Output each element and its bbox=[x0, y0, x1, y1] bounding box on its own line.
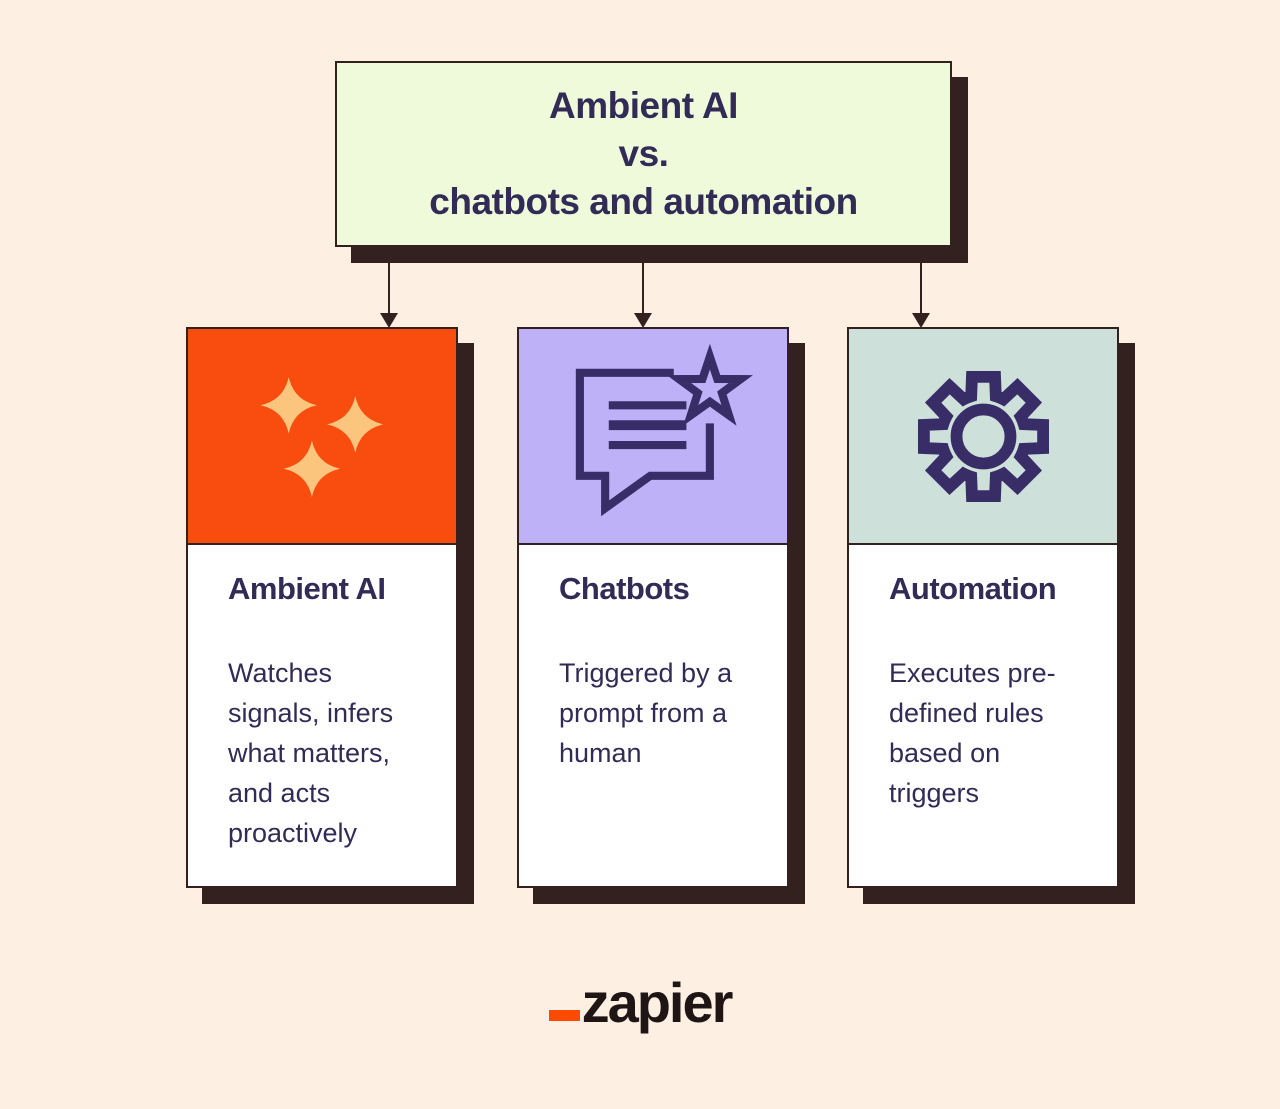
card-chatbots: Chatbots Triggered by a prompt from a hu… bbox=[517, 327, 789, 888]
title-box: Ambient AI vs. chatbots and automation bbox=[335, 61, 952, 247]
card-body-chatbots: Chatbots Triggered by a prompt from a hu… bbox=[519, 545, 787, 773]
connector-arrow-middle bbox=[634, 247, 652, 328]
connector-arrow-left bbox=[380, 247, 398, 328]
arrow-line bbox=[388, 247, 390, 315]
arrow-head-icon bbox=[380, 313, 398, 328]
card-ambient-ai: Ambient AI Watches signals, infers what … bbox=[186, 327, 458, 888]
card-automation: Automation Executes pre-defined rules ba… bbox=[847, 327, 1119, 888]
card-title-chatbots: Chatbots bbox=[559, 571, 690, 606]
card-header-automation bbox=[849, 329, 1117, 545]
sparkles-icon bbox=[260, 376, 384, 497]
logo-underscore-mark bbox=[548, 1010, 580, 1021]
page-title-line2: vs. bbox=[618, 133, 669, 174]
card-description-ambient-ai: Watches signals, infers what matters, an… bbox=[228, 658, 394, 848]
page-title-line1: Ambient AI bbox=[549, 85, 738, 126]
card-title-automation: Automation bbox=[889, 571, 1057, 606]
arrow-line bbox=[642, 247, 644, 315]
page-title-line3: chatbots and automation bbox=[429, 181, 858, 222]
card-description-automation: Executes pre-defined rules based on trig… bbox=[889, 658, 1056, 808]
card-header-chatbots bbox=[519, 329, 787, 545]
page-title: Ambient AI vs. chatbots and automation bbox=[429, 82, 858, 226]
connector-arrow-right bbox=[912, 247, 930, 328]
card-body-automation: Automation Executes pre-defined rules ba… bbox=[849, 545, 1117, 813]
logo-wordmark: zapier bbox=[581, 971, 734, 1034]
card-description-chatbots: Triggered by a prompt from a human bbox=[559, 658, 733, 768]
gear-icon bbox=[917, 370, 1049, 502]
arrow-line bbox=[920, 247, 922, 315]
card-body-ambient-ai: Ambient AI Watches signals, infers what … bbox=[188, 545, 456, 853]
arrow-head-icon bbox=[634, 313, 652, 328]
chat-bubble-star-icon bbox=[575, 343, 753, 516]
zapier-logo: zapier bbox=[0, 971, 1280, 1034]
arrow-head-icon bbox=[912, 313, 930, 328]
card-title-ambient-ai: Ambient AI bbox=[228, 571, 386, 606]
card-header-ambient-ai bbox=[188, 329, 456, 545]
